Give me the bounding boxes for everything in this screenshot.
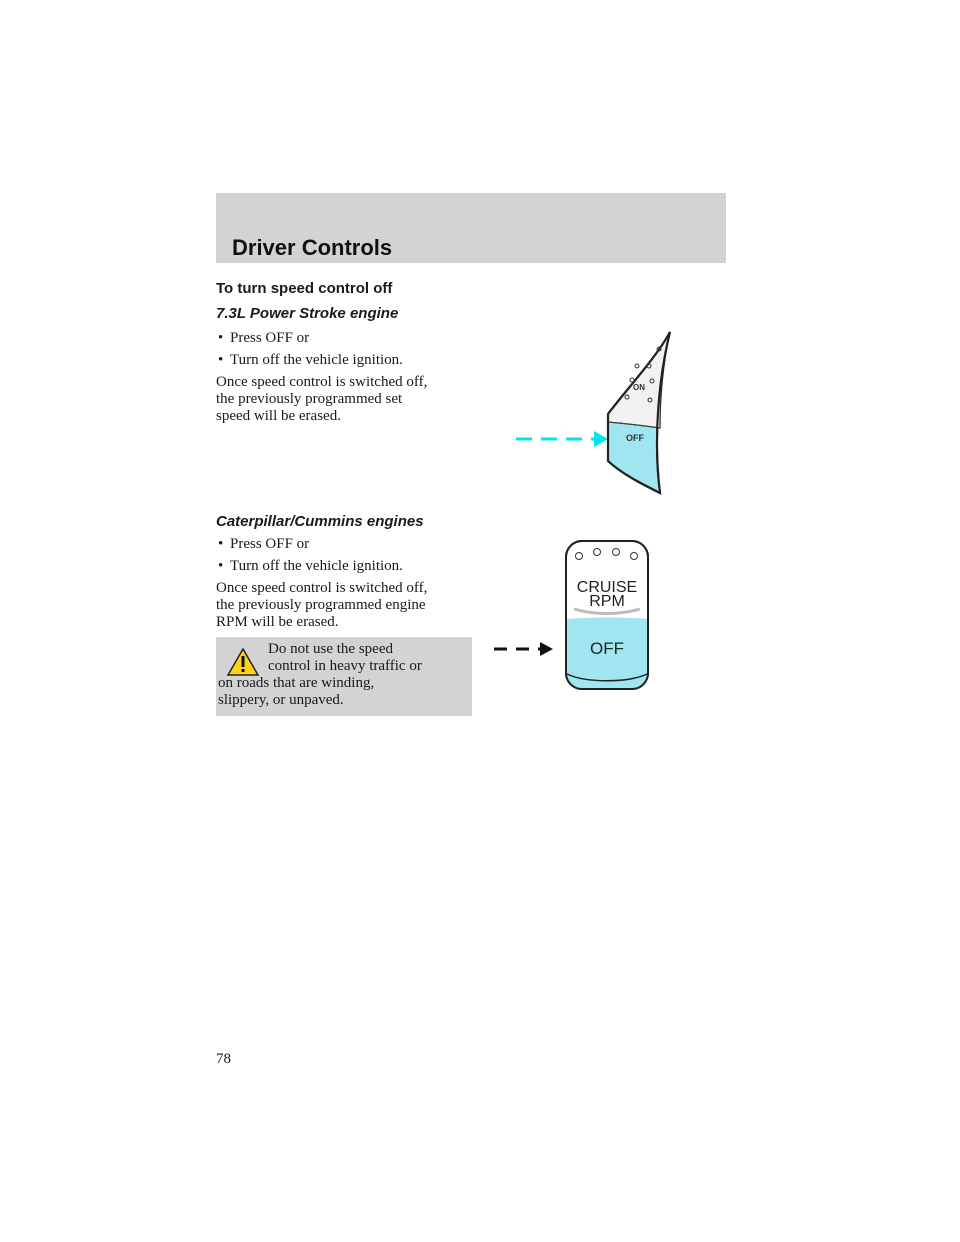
pointer-arrow-head (540, 642, 553, 656)
cat-cummins-heading: Caterpillar/Cummins engines (216, 513, 424, 530)
cruise-label: CRUISE (577, 579, 637, 596)
list-item: •Turn off the vehicle ignition. (218, 558, 403, 574)
cat-cummins-paragraph: Once speed control is switched off, the … (216, 580, 428, 630)
off-label: OFF (590, 639, 624, 658)
power-stroke-heading: 7.3L Power Stroke engine (216, 305, 399, 322)
list-item: •Turn off the vehicle ignition. (218, 352, 403, 368)
warning-box: Do not use the speed control in heavy tr… (216, 637, 472, 716)
list-item: •Press OFF or (218, 536, 310, 552)
pointer-arrow-head (594, 431, 608, 447)
section-header: Driver Controls (216, 193, 726, 263)
list-item: •Press OFF or (218, 330, 310, 346)
page-number: 78 (216, 1051, 231, 1067)
off-label: OFF (626, 433, 644, 443)
power-stroke-switch-illustration: ON OFF (516, 331, 672, 495)
on-label: ON (633, 383, 645, 392)
cat-cummins-switch-illustration: CRUISE RPM OFF (494, 540, 649, 690)
page-heading: To turn speed control off (216, 280, 393, 297)
section-header-title: Driver Controls (232, 235, 393, 260)
power-stroke-paragraph: Once speed control is switched off, the … (216, 374, 428, 424)
warning-text: Do not use the speed control in heavy tr… (218, 641, 422, 708)
warning-triangle-icon (226, 647, 260, 676)
rpm-label: RPM (589, 593, 625, 610)
off-zone (567, 617, 647, 689)
